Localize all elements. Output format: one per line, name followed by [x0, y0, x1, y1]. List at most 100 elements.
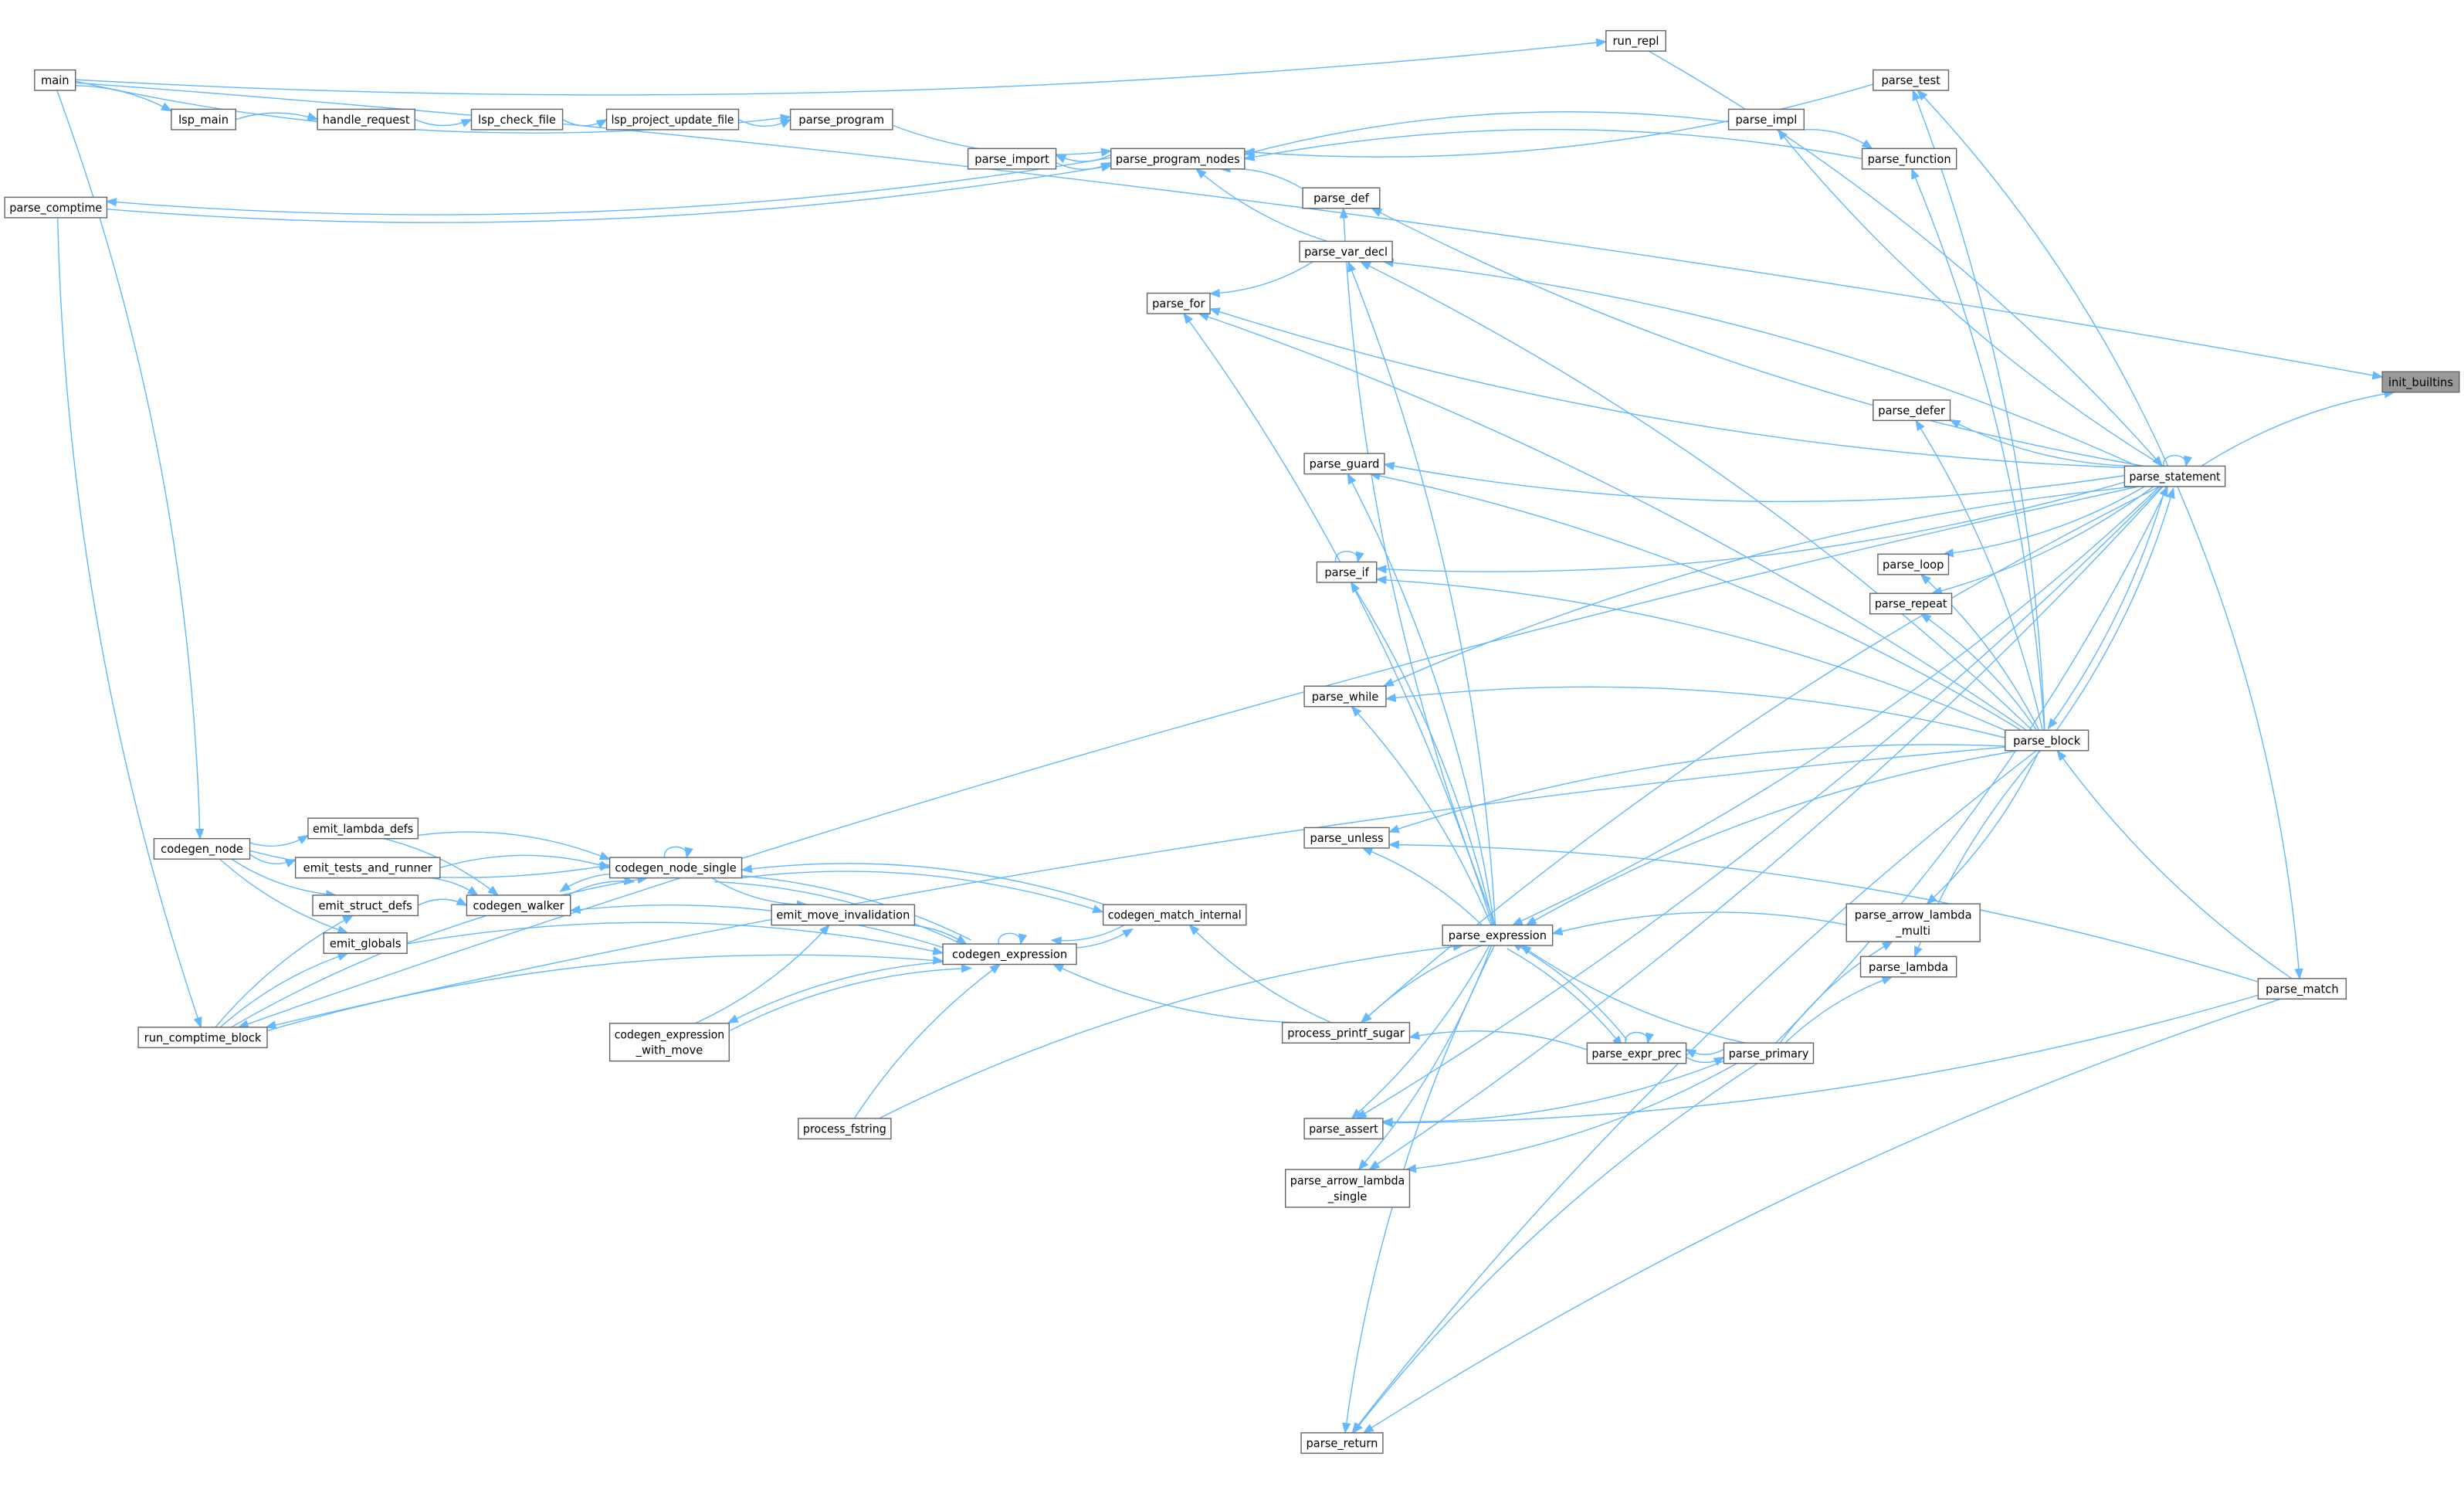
node-emit-tests-and-runner[interactable]: emit_tests_and_runner: [294, 857, 441, 879]
node-parse-match[interactable]: parse_match: [2257, 978, 2347, 1000]
node-box: [608, 857, 743, 879]
node-parse-block[interactable]: parse_block: [2005, 729, 2089, 752]
node-parse-primary[interactable]: parse_primary: [1723, 1042, 1815, 1064]
node-parse-expr-prec[interactable]: parse_expr_prec: [1586, 1042, 1687, 1064]
node-box: [2005, 729, 2089, 752]
node-parse-lambda[interactable]: parse_lambda: [1859, 955, 1957, 978]
node-parse-assert[interactable]: parse_assert: [1303, 1118, 1384, 1140]
node-codegen-walker[interactable]: codegen_walker: [466, 894, 571, 917]
node-label: lsp_check_file: [478, 114, 556, 127]
node-label: parse_expr_prec: [1592, 1047, 1682, 1061]
node-lsp-check-file[interactable]: lsp_check_file: [470, 108, 564, 131]
node-codegen-expression[interactable]: codegen_expression: [942, 943, 1077, 966]
node-label: parse_impl: [1735, 114, 1797, 127]
node-box: [1316, 561, 1378, 583]
node-codegen-match-internal[interactable]: codegen_match_internal: [1102, 904, 1247, 926]
node-label: process_fstring: [803, 1122, 886, 1135]
node-label: parse_guard: [1310, 458, 1380, 471]
node-label: parse_expression: [1449, 929, 1547, 942]
edge-emit_tests_and_runner-to-codegen_walker: [408, 877, 479, 896]
edge-codegen_expression_with_move-to-emit_move_invalidation: [694, 924, 830, 1024]
node-main[interactable]: main: [34, 69, 76, 91]
node-box: [1302, 187, 1381, 209]
node-label: parse_unless: [1310, 832, 1383, 845]
edge-parse_statement-to-parse_defer: [1949, 419, 2134, 467]
node-box: [2381, 371, 2460, 393]
node-emit-struct-defs[interactable]: emit_struct_defs: [312, 894, 419, 917]
edge-parse_primary-to-parse_lambda: [1784, 976, 1893, 1044]
edge-lsp_main-to-handle_request: [236, 112, 319, 121]
node-label: emit_move_invalidation: [776, 909, 910, 922]
node-parse-guard[interactable]: parse_guard: [1303, 453, 1385, 475]
node-parse-var-decl[interactable]: parse_var_decl: [1299, 240, 1393, 263]
node-label: emit_globals: [330, 937, 402, 950]
node-process-printf-sugar[interactable]: process_printf_sugar: [1281, 1022, 1411, 1044]
edge-parse_expression-to-parse_var_decl: [1347, 260, 1496, 925]
node-parse-def[interactable]: parse_def: [1302, 187, 1381, 209]
node-box: [1303, 1118, 1384, 1140]
node-box: [1102, 904, 1247, 926]
edge-parse_block-to-parse_if: [1375, 575, 2006, 731]
edge-parse_statement-to-init_builtins: [2201, 389, 2395, 467]
node-box: [2123, 465, 2226, 487]
node-emit-move-invalidation[interactable]: emit_move_invalidation: [771, 904, 916, 926]
node-parse-expression[interactable]: parse_expression: [1442, 924, 1554, 946]
node-label: parse_match: [2266, 983, 2339, 996]
node-parse-import[interactable]: parse_import: [967, 148, 1057, 170]
edge-parse_statement-to-parse_loop: [1942, 486, 2145, 558]
edge-parse_expression-to-parse_unless: [1361, 847, 1483, 926]
edge-parse_block-to-run_comptime_block: [265, 746, 2005, 1030]
node-parse-for[interactable]: parse_for: [1146, 292, 1211, 314]
node-parse-if[interactable]: parse_if: [1316, 561, 1378, 583]
node-lsp-main[interactable]: lsp_main: [171, 108, 236, 131]
node-parse-statement[interactable]: parse_statement: [2123, 465, 2226, 487]
edge-emit_globals-to-codegen_expression: [406, 922, 944, 955]
node-parse-repeat[interactable]: parse_repeat: [1869, 592, 1953, 615]
node-parse-arrow-lambda-single[interactable]: parse_arrow_lambda_single: [1284, 1169, 1411, 1208]
edge-main-to-run_repl: [75, 38, 1608, 96]
node-process-fstring[interactable]: process_fstring: [798, 1118, 892, 1140]
node-box: [34, 69, 76, 91]
edge-codegen_node_single-to-codegen_match_internal: [741, 871, 1104, 914]
node-label: codegen_expression: [615, 1028, 724, 1041]
node-init-builtins[interactable]: init_builtins: [2381, 371, 2460, 393]
node-parse-function[interactable]: parse_function: [1861, 148, 1957, 170]
node-label: run_comptime_block: [144, 1031, 262, 1044]
node-codegen-node[interactable]: codegen_node: [153, 837, 251, 860]
node-parse-program[interactable]: parse_program: [789, 108, 893, 131]
node-lsp-project-update-file[interactable]: lsp_project_update_file: [605, 108, 740, 131]
node-emit-globals[interactable]: emit_globals: [323, 932, 408, 954]
node-parse-comptime[interactable]: parse_comptime: [4, 196, 108, 219]
node-parse-while[interactable]: parse_while: [1303, 685, 1387, 708]
node-box: [1146, 292, 1211, 314]
node-box: [137, 1027, 268, 1049]
node-parse-loop[interactable]: parse_loop: [1877, 553, 1950, 575]
edge-parse_primary-to-parse_arrow_lambda_single: [1405, 1063, 1737, 1173]
node-parse-test[interactable]: parse_test: [1873, 69, 1950, 91]
node-box: [1723, 1042, 1815, 1064]
edge-main-to-codegen_node: [56, 90, 205, 840]
node-parse-unless[interactable]: parse_unless: [1303, 826, 1390, 849]
edge-parse_block-to-parse_test: [1912, 89, 2045, 731]
node-label: parse_lambda: [1869, 961, 1948, 974]
node-parse-program-nodes[interactable]: parse_program_nodes: [1110, 148, 1246, 170]
node-parse-return[interactable]: parse_return: [1300, 1432, 1384, 1454]
node-parse-impl[interactable]: parse_impl: [1727, 108, 1805, 131]
edge-run_repl-to-parse_statement: [1648, 50, 2164, 467]
node-codegen-node-single[interactable]: codegen_node_single: [608, 857, 743, 879]
node-box: [1442, 924, 1554, 946]
edge-parse_match-to-parse_return: [1362, 998, 2281, 1434]
node-box: [608, 1023, 730, 1062]
node-parse-defer[interactable]: parse_defer: [1873, 399, 1951, 422]
node-handle-request[interactable]: handle_request: [317, 108, 415, 131]
node-run-comptime-block[interactable]: run_comptime_block: [137, 1027, 268, 1049]
node-label: parse_test: [1881, 74, 1940, 87]
node-emit-lambda-defs[interactable]: emit_lambda_defs: [307, 817, 419, 840]
node-parse-arrow-lambda-multi[interactable]: parse_arrow_lambda_multi: [1845, 903, 1981, 942]
edge-parse_statement-to-parse_expression: [1511, 486, 2161, 926]
node-label: _single: [1327, 1190, 1368, 1203]
edge-parse_expression-to-parse_def: [1339, 207, 1496, 925]
edge-parse_match-to-parse_block: [2056, 749, 2293, 979]
node-codegen-expression-with-move[interactable]: codegen_expression_with_move: [608, 1023, 730, 1062]
node-run-repl[interactable]: run_repl: [1605, 29, 1666, 52]
